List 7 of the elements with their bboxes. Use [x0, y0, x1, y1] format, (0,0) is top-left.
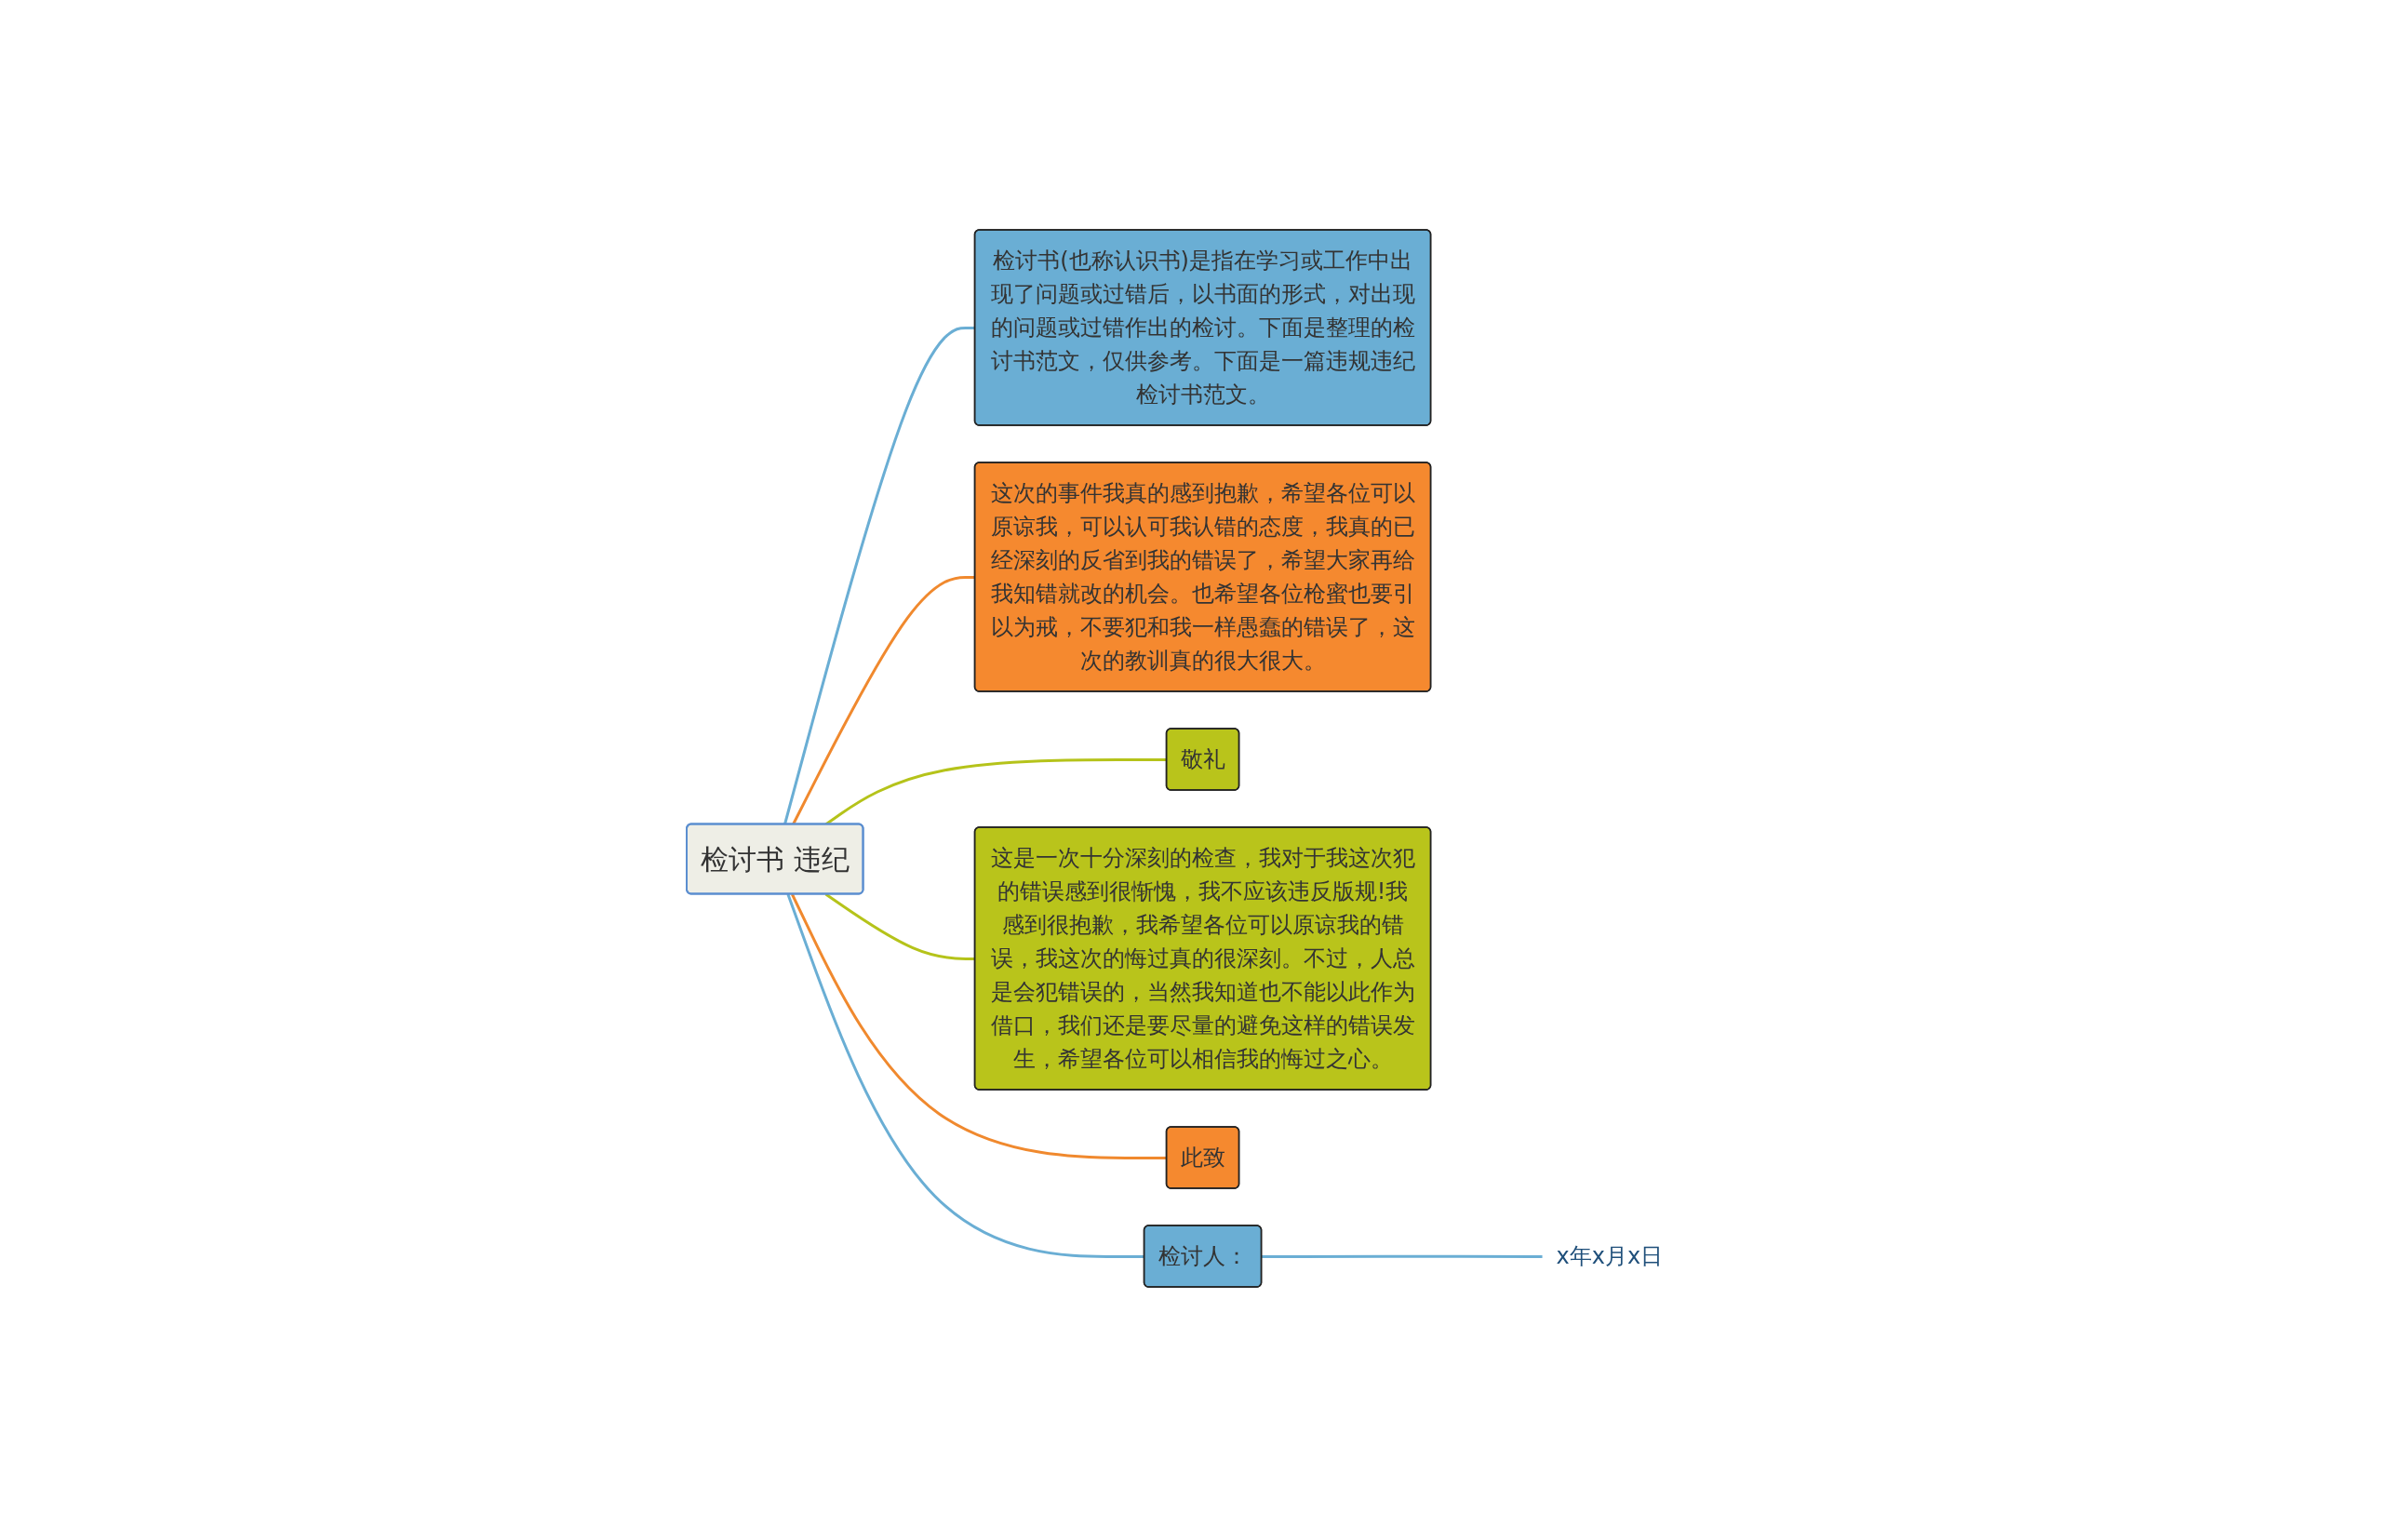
connector: [792, 575, 975, 825]
connector: [783, 326, 975, 825]
connector: [1261, 1254, 1543, 1258]
node-text: x年x月x日: [1556, 1243, 1664, 1269]
connector: [790, 893, 1167, 1159]
connector: [786, 893, 1144, 1258]
connector: [824, 892, 975, 960]
